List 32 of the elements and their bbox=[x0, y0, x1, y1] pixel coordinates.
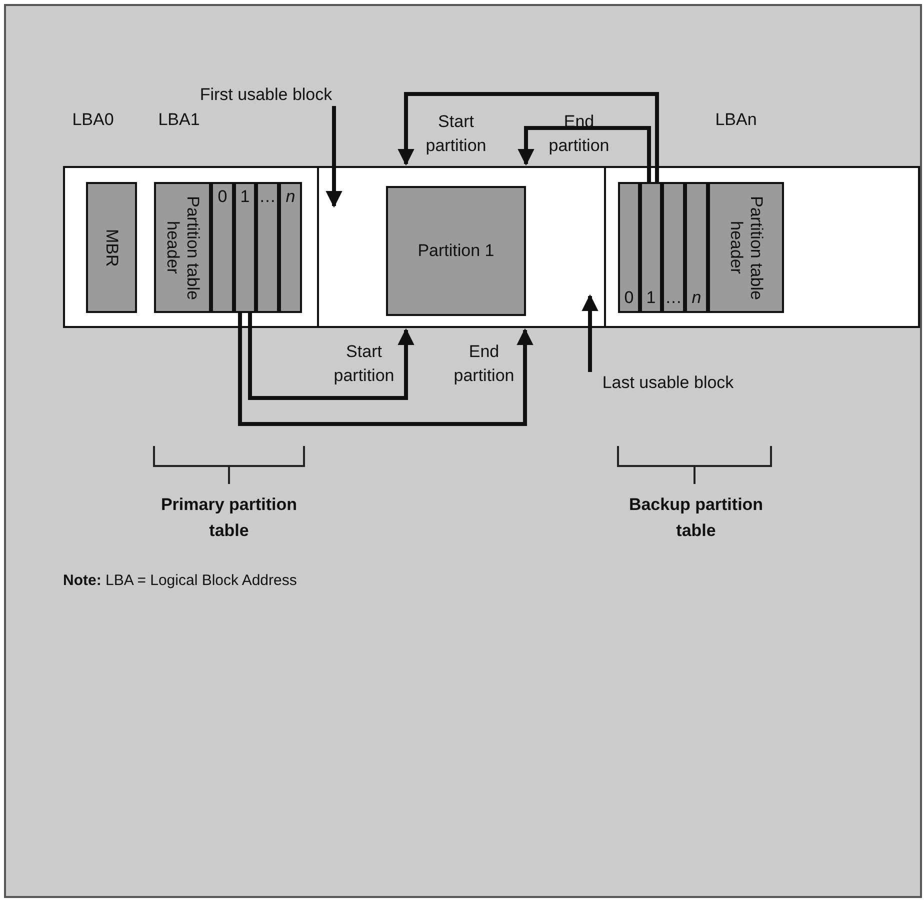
edge-label: Start partition bbox=[332, 341, 396, 387]
pointer-arrow bbox=[398, 92, 659, 182]
table-entry: n bbox=[279, 182, 302, 313]
bracket-label: Primary partition table bbox=[160, 494, 298, 542]
disk-region bbox=[63, 166, 319, 328]
bracket-label: Backup partition table bbox=[628, 494, 764, 542]
edge-label: Start partition bbox=[424, 111, 488, 157]
partition-block: Partition 1 bbox=[386, 186, 526, 316]
disk-block: Partition table header bbox=[708, 182, 784, 313]
block-label: First usable block bbox=[181, 84, 351, 106]
disk-region bbox=[604, 166, 920, 328]
disk-block: MBR bbox=[86, 182, 137, 313]
leader-arrow bbox=[582, 294, 598, 372]
pointer-arrow bbox=[248, 313, 414, 400]
table-entry: 1 bbox=[640, 182, 662, 313]
lba-label: LBA0 bbox=[71, 110, 115, 130]
lba-label: LBAn bbox=[714, 110, 758, 130]
block-label: Last usable block bbox=[578, 372, 758, 394]
disk-block: Partition table header bbox=[154, 182, 211, 313]
table-entry: … bbox=[256, 182, 279, 313]
table-entry: 1 bbox=[234, 182, 256, 313]
disk-region bbox=[317, 166, 606, 328]
leader-arrow bbox=[326, 106, 342, 208]
pointer-arrow bbox=[518, 126, 651, 182]
lba-label: LBA1 bbox=[157, 110, 201, 130]
edge-label: End partition bbox=[452, 341, 516, 387]
table-entry: n bbox=[685, 182, 708, 313]
table-entry: … bbox=[662, 182, 685, 313]
table-entry: 0 bbox=[618, 182, 640, 313]
table-entry: 0 bbox=[211, 182, 234, 313]
pointer-arrow bbox=[238, 313, 534, 426]
note-text: Note: LBA = Logical Block Address bbox=[63, 572, 298, 589]
